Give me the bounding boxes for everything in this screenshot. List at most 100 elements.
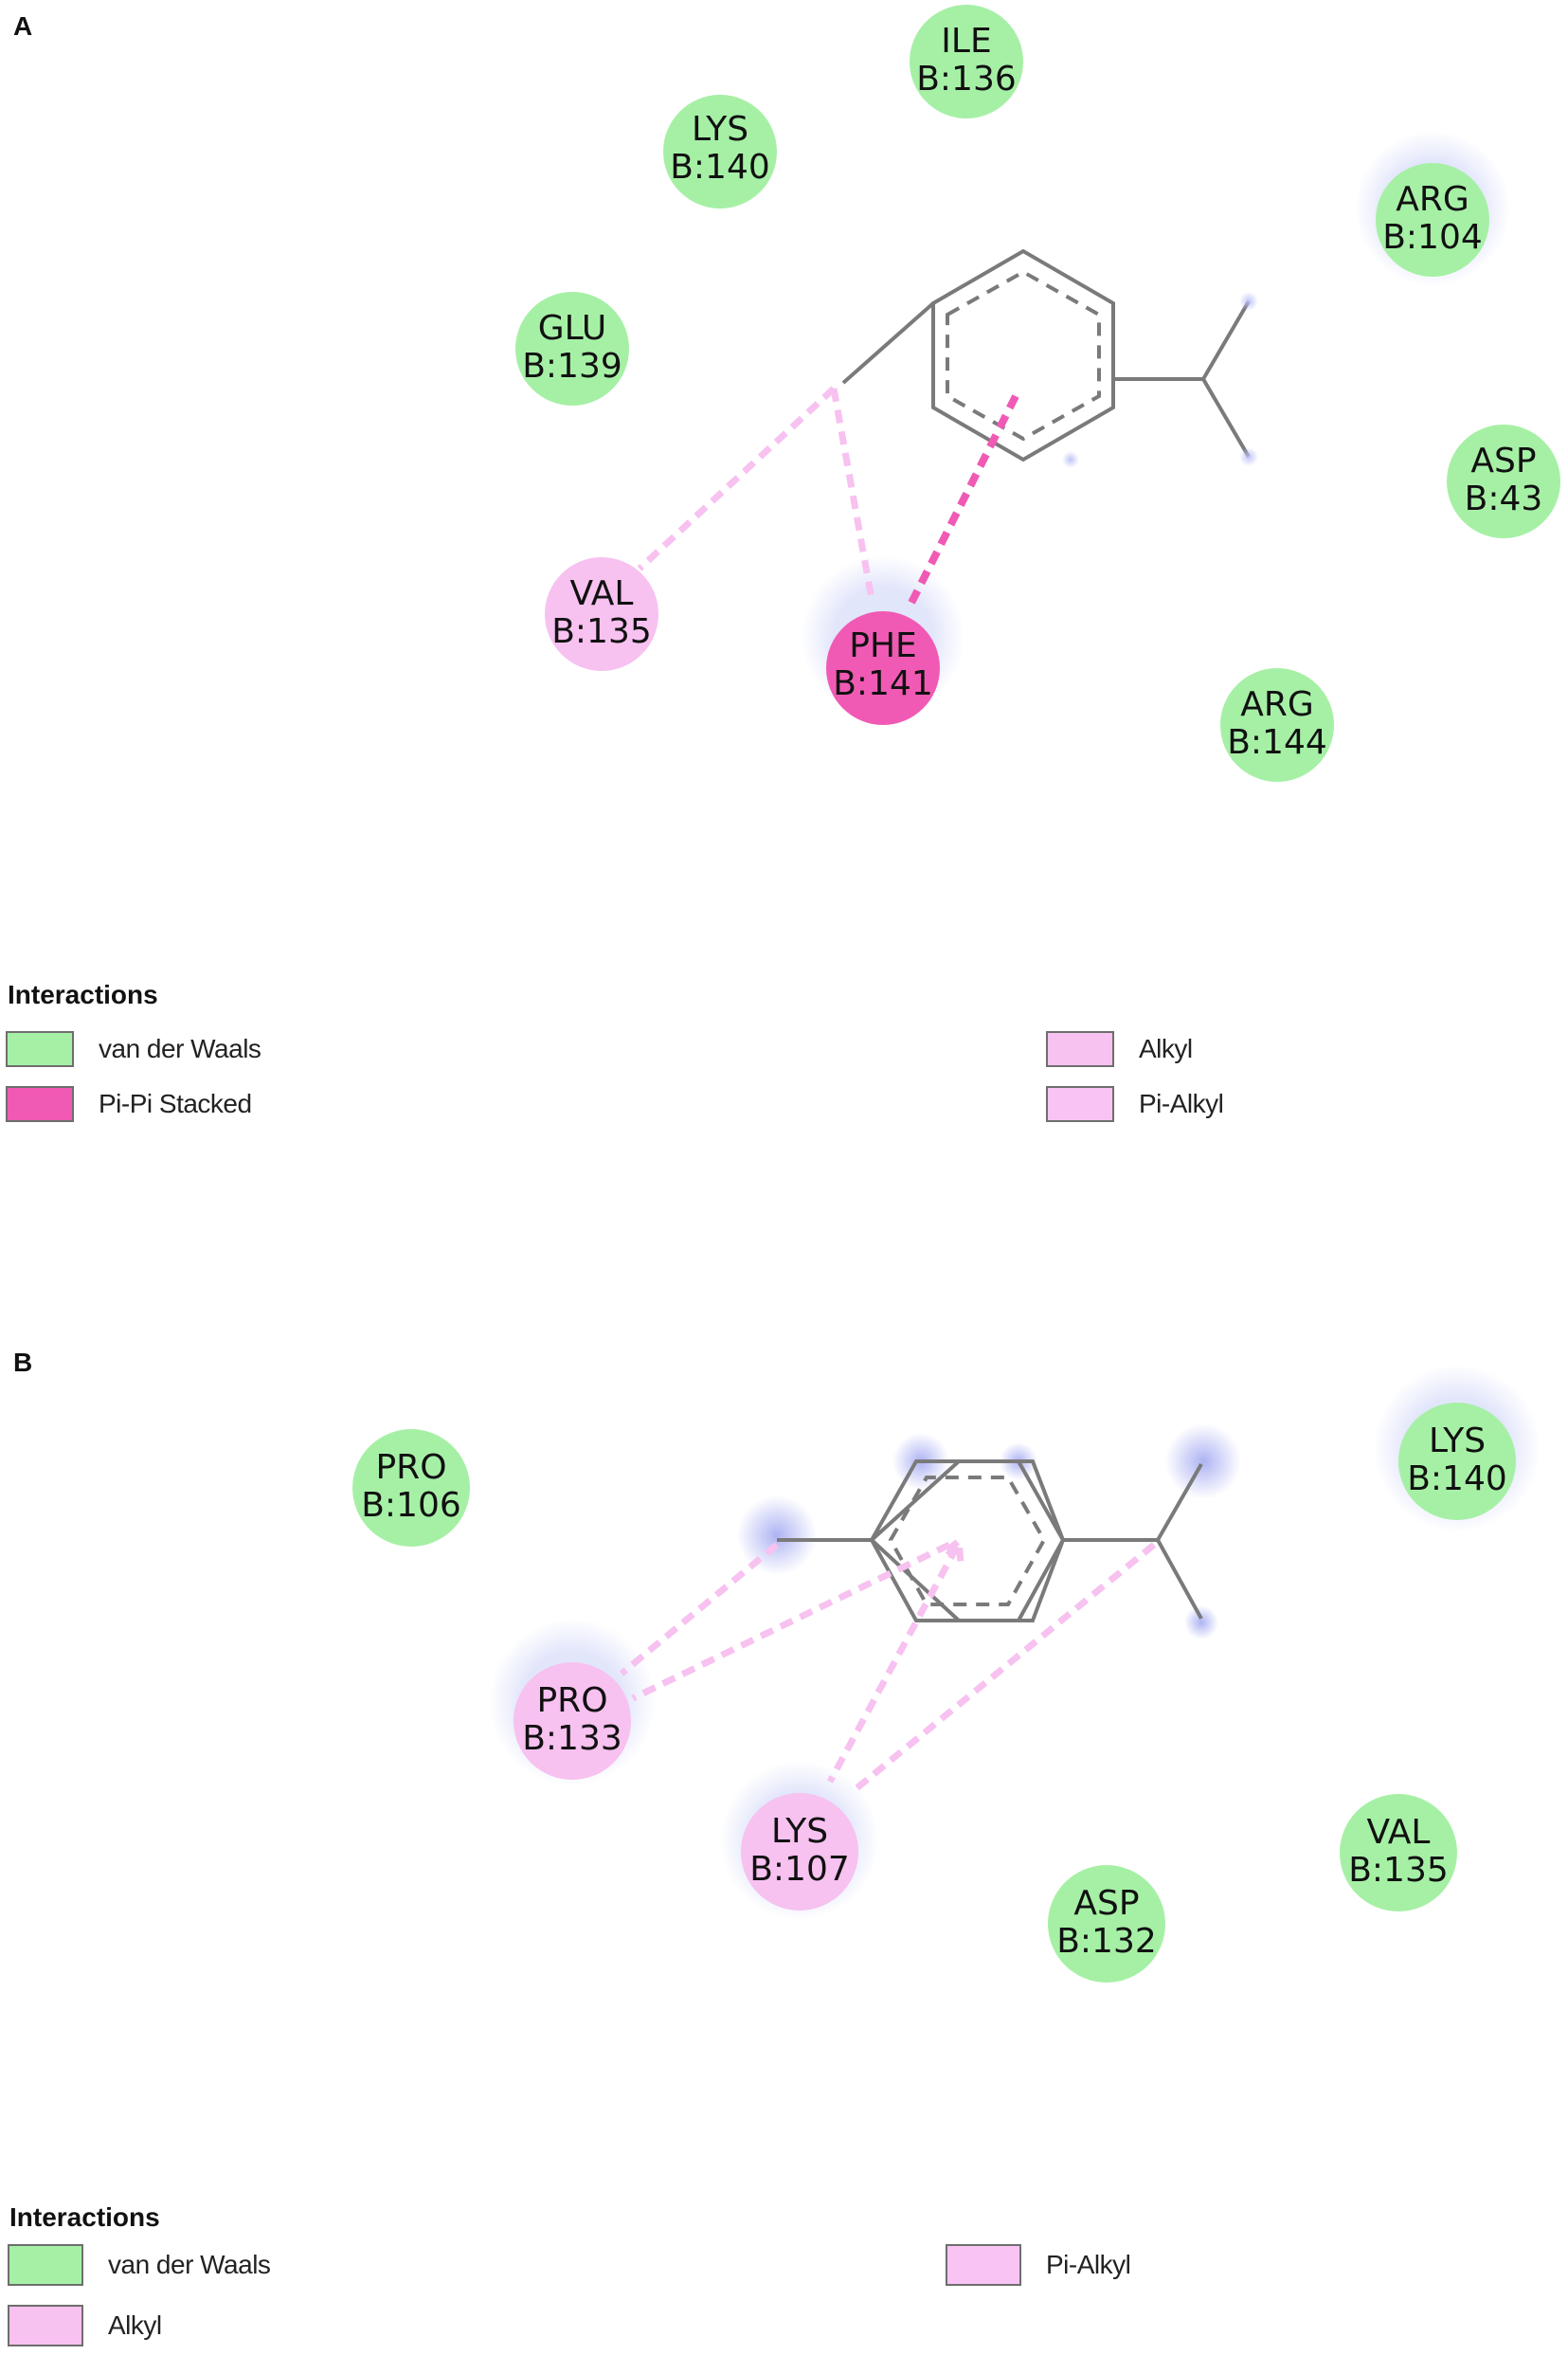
legend-item-van-der-waals: van der Waals [8,2244,271,2286]
legend-swatch [8,2244,83,2286]
residue-number: B:140 [670,148,770,187]
atom-glow [737,1495,817,1575]
legend-label: van der Waals [99,1034,261,1063]
aromatic-ring [931,248,1115,462]
isopropyl-branch [1156,1539,1203,1620]
pi-alkyl-interaction-line [826,1545,961,1784]
legend-swatch [8,2305,83,2346]
residue-disc [910,5,1023,118]
residue-lys140[interactable]: LYS B:140 [1398,1403,1516,1520]
panel-b: B [0,1327,1568,2355]
legend-swatch [6,1031,74,1067]
residue-number: B:136 [916,60,1017,99]
interaction-diagram-a: ILE B:136 LYS B:140 ARG B:104 GLU B:139 … [515,5,1560,782]
legend-item-pi-alkyl: Pi-Alkyl [946,2244,1131,2286]
pi-alkyl-interaction-line [945,1534,965,1570]
residue-val135[interactable]: VAL B:135 [1340,1794,1457,1911]
residue-name: PHE [849,626,917,665]
residue-phe141[interactable]: PHE B:141 [826,611,940,725]
residue-name: VAL [1366,1813,1430,1852]
residue-name: PRO [375,1448,446,1487]
residue-disc [741,1793,858,1911]
panel-a: A [6,5,1560,1122]
atom-glow [1239,447,1258,466]
aromatic-ring-inner [888,1476,1047,1606]
methyl-bond [841,301,935,385]
atom-glow [1239,292,1258,311]
interaction-lines [637,386,1019,608]
residue-disc [1340,1794,1457,1911]
legend-label: Alkyl [1139,1034,1193,1063]
legend-label: Pi-Alkyl [1139,1089,1224,1118]
panel-letter: B [13,1348,33,1377]
alkyl-interaction-line [637,386,837,571]
residue-number: B:141 [833,664,933,703]
legend-item-alkyl: Alkyl [8,2305,162,2346]
aromatic-ring [869,1459,1066,1622]
residue-disc [515,292,629,406]
residue-name: LYS [771,1812,828,1851]
residue-arg104[interactable]: ARG B:104 [1376,163,1489,277]
residue-number: B:135 [1348,1851,1449,1890]
interaction-lines [619,1534,1157,1796]
legend-swatch [946,2244,1021,2286]
residue-asp43[interactable]: ASP B:43 [1447,425,1560,538]
residue-pro133[interactable]: PRO B:133 [514,1662,631,1780]
residue-number: B:139 [522,347,622,386]
residue-disc [545,557,658,671]
residue-number: B:144 [1227,723,1327,762]
pi-alkyl-interaction-line [631,1541,951,1702]
aromatic-ring [869,1459,1066,1622]
residue-val135[interactable]: VAL B:135 [545,557,658,671]
isopropyl-branch [1201,377,1251,459]
residue-pro106[interactable]: PRO B:106 [352,1429,470,1547]
legend-item-van-der-waals: van der Waals [6,1031,261,1067]
panel-letter: A [13,11,33,41]
legend-label: van der Waals [108,2250,271,2279]
residue-disc [663,95,777,208]
residue-name: GLU [538,309,607,348]
legend-title: Interactions [8,980,158,1009]
pi-pi-stacked-interaction-line [906,394,1019,608]
residue-number: B:133 [522,1719,622,1758]
residue-disc [1447,425,1560,538]
residue-number: B:104 [1382,218,1483,257]
residue-name: ASP [1470,442,1536,480]
alkyl-interaction-line [619,1542,780,1676]
legend-item-alkyl: Alkyl [1046,1031,1193,1067]
residue-lys140[interactable]: LYS B:140 [663,95,777,208]
residue-number: B:106 [361,1486,461,1525]
residue-lys107[interactable]: LYS B:107 [741,1793,858,1911]
residue-disc [1220,668,1334,782]
isopropyl-branch [1201,299,1251,381]
legend-item-pi-alkyl: Pi-Alkyl [1046,1086,1224,1122]
atom-glow [1184,1605,1218,1639]
legend-item-pi-pi-stacked: Pi-Pi Stacked [6,1086,252,1122]
residue-arg144[interactable]: ARG B:144 [1220,668,1334,782]
residue-number: B:43 [1465,480,1543,518]
residue-number: B:107 [749,1850,850,1889]
legend-label: Alkyl [108,2310,162,2340]
residue-asp132[interactable]: ASP B:132 [1048,1865,1165,1983]
residue-disc [1376,163,1489,277]
residue-disc [826,611,940,725]
residue-number: B:135 [551,612,652,651]
residue-name: ARG [1396,180,1469,219]
residue-disc [352,1429,470,1547]
legend-swatch [1046,1031,1114,1067]
atom-glow [1165,1423,1241,1499]
residue-name: ARG [1240,685,1314,724]
residue-name: LYS [692,110,748,149]
residue-name: VAL [569,574,633,613]
atom-glow [1062,451,1079,468]
residue-ile136[interactable]: ILE B:136 [910,5,1023,118]
residue-name: ILE [941,22,991,61]
residue-name: ASP [1073,1884,1139,1923]
residue-disc [1048,1865,1165,1983]
isopropyl-branch [1156,1463,1203,1541]
pi-alkyl-interaction-line [830,388,875,600]
residue-name: PRO [536,1681,607,1720]
residue-glu139[interactable]: GLU B:139 [515,292,629,406]
legend-label: Pi-Alkyl [1046,2250,1131,2279]
residue-name: LYS [1429,1422,1486,1460]
